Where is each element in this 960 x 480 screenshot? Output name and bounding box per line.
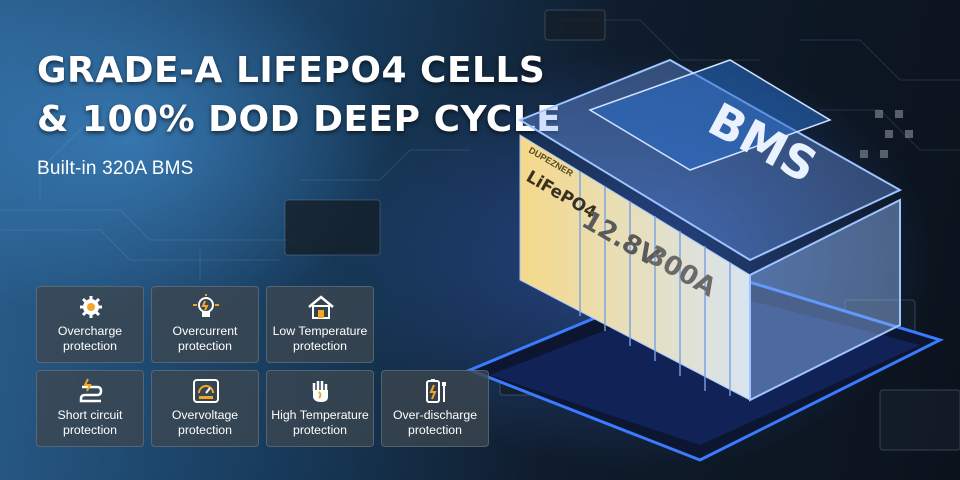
headline-line-1: GRADE-A LIFEPO4 CELLS [37, 50, 546, 91]
battery-illustration: BMS DUPEZNER LiFePO4 12.8V 300A [465, 58, 945, 462]
short-circuit-icon [79, 378, 103, 403]
gear-icon [80, 296, 102, 318]
headline-line-2: & 100% DOD DEEP CYCLE [37, 99, 562, 140]
hand-heat-icon [312, 381, 328, 402]
headline: GRADE-A LIFEPO4 CELLS & 100% DOD DEEP CY… [37, 46, 561, 144]
subtitle: Built-in 320A BMS [37, 158, 194, 179]
gauge-icon [193, 379, 219, 403]
house-icon [308, 295, 334, 319]
lightbulb-icon [193, 294, 219, 317]
bms-board [588, 59, 832, 171]
battery-discharge-icon [426, 379, 446, 403]
battery-case-side [749, 198, 901, 402]
